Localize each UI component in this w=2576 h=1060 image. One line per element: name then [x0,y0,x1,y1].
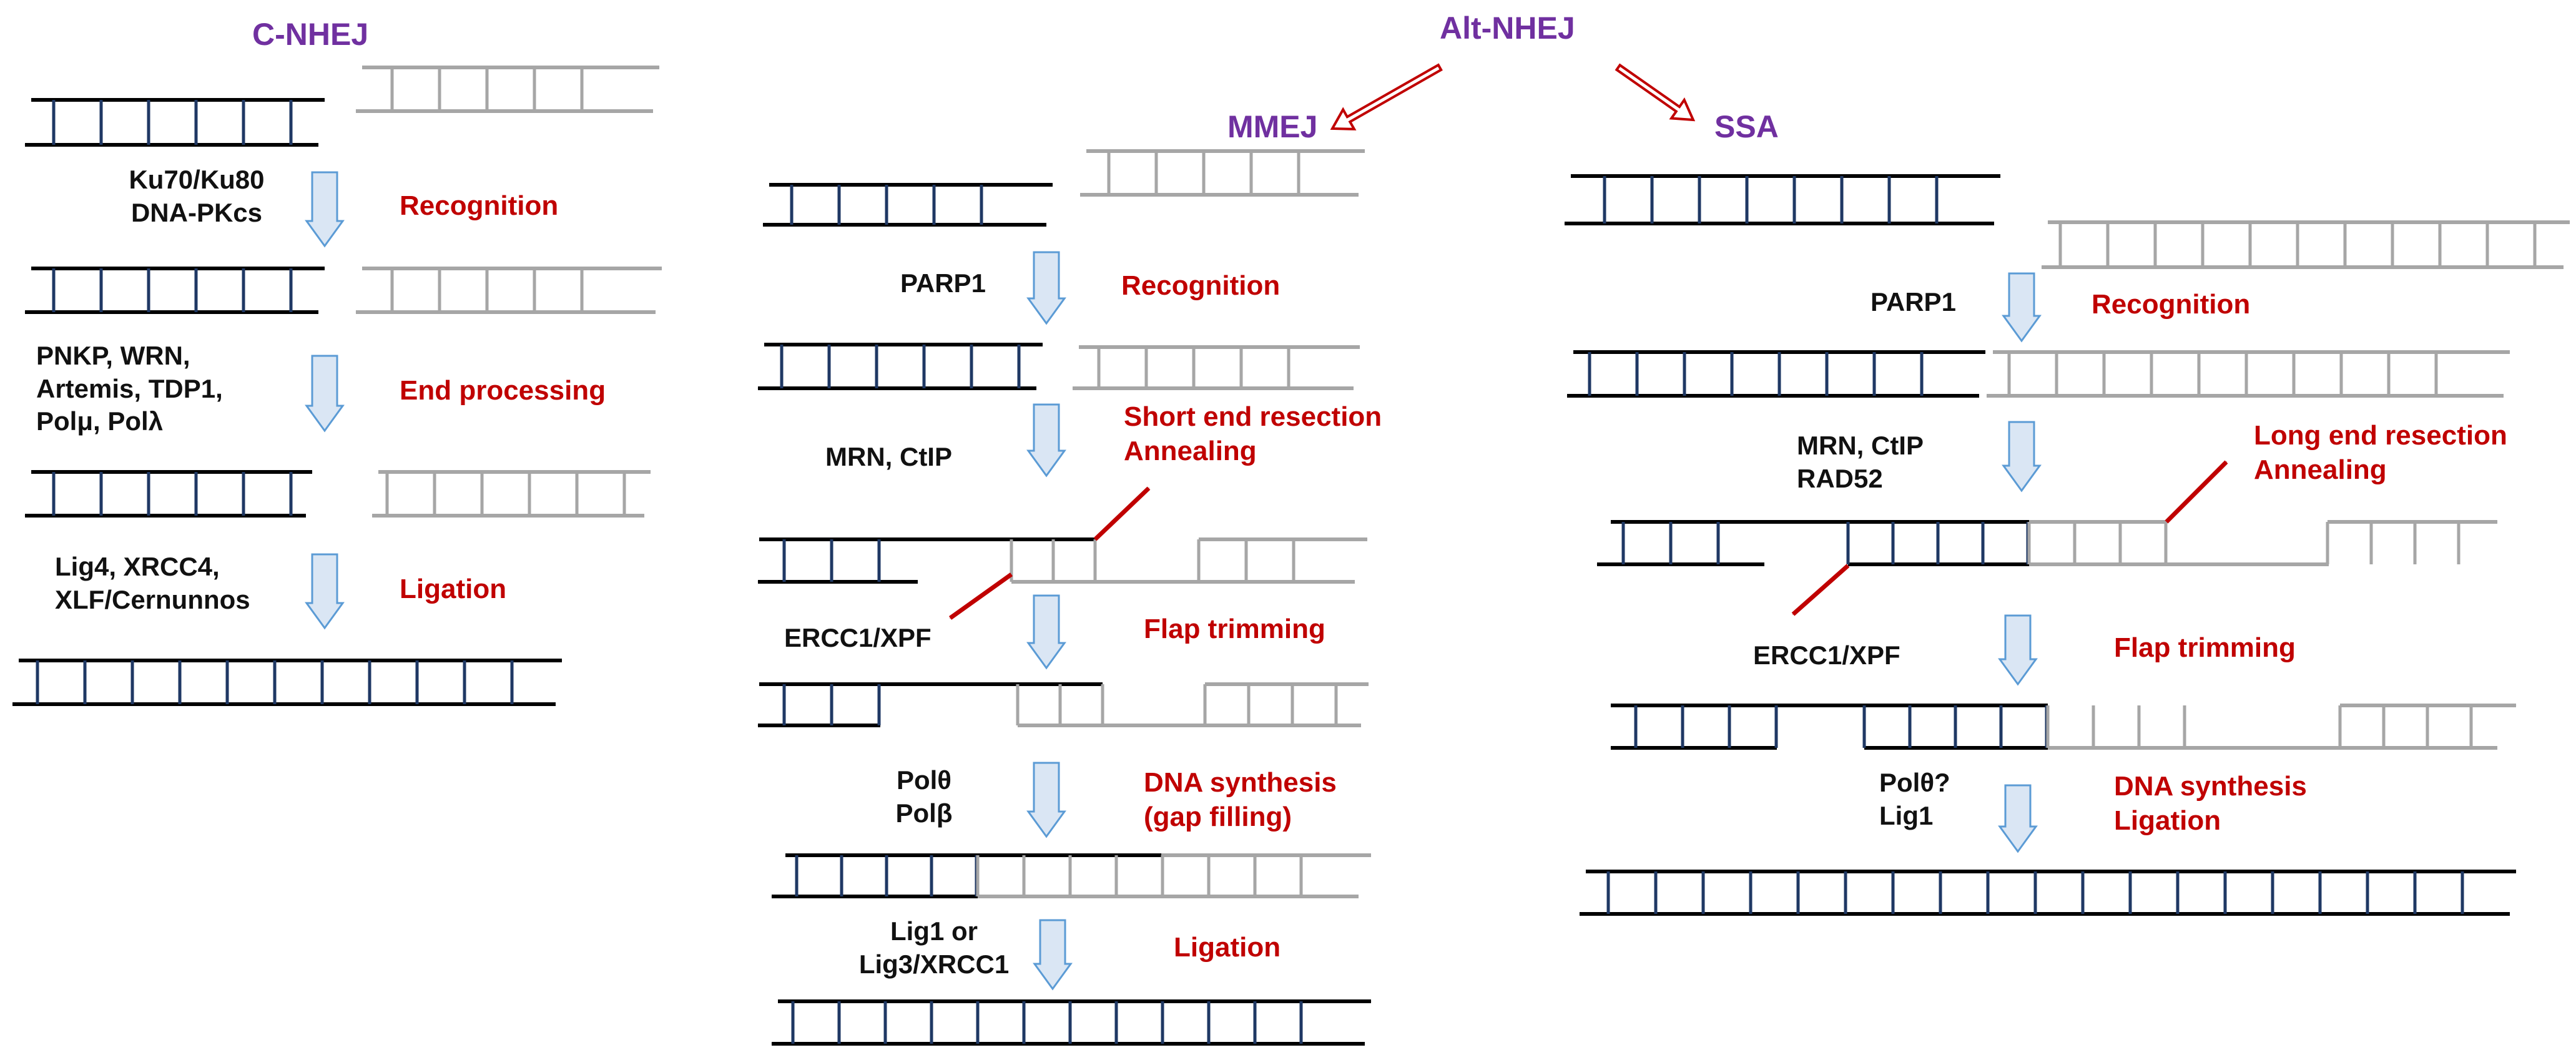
ssa-arrow-3 [1998,614,2038,686]
ssa-enzyme-pol: Polθ? Lig1 [1879,768,1950,830]
mmej-enzyme-mrn: MRN, CtIP [825,442,952,471]
altnhej-arrow-ssa [1615,63,1696,122]
mmej-step-ligation: Ligation [1174,932,1281,963]
header-cnhej: C-NHEJ [252,17,369,52]
cnhej-step-ligation: Ligation [400,574,507,604]
cnhej-enzyme-lig4: Lig4, XRCC4, XLF/Cernunnos [55,552,250,614]
mmej-enzyme-ercc1: ERCC1/XPF [784,623,932,652]
mmej-enzyme-parp1: PARP1 [900,268,986,298]
header-altnhej: Alt-NHEJ [1440,11,1575,46]
mmej-enzyme-pol: Polθ Polβ [895,765,953,828]
mmej-arrow-4 [1026,762,1066,838]
mmej-arrow-1 [1026,251,1066,325]
cnhej-arrow-3 [305,553,345,630]
ssa-enzyme-mrn: MRN, CtIP RAD52 [1797,431,1924,493]
ssa-enzyme-parp1: PARP1 [1871,287,1956,317]
mmej-arrow-2 [1026,403,1066,478]
dna-layer [12,66,2570,1046]
header-ssa: SSA [1714,109,1779,144]
altnhej-arrow-mmej [1330,63,1443,130]
ssa-enzyme-ercc1: ERCC1/XPF [1753,640,1900,670]
ssa-step-synthesis: DNA synthesis Ligation [2114,771,2307,836]
mmej-flap-arrow-down [948,572,1013,620]
ssa-step-flap: Flap trimming [2114,632,2296,663]
ssa-arrow-1 [2002,272,2042,343]
ssa-step-resection: Long end resection Annealing [2254,420,2507,485]
mmej-step-recognition: Recognition [1121,270,1281,301]
cnhej-step-recognition: Recognition [400,190,559,221]
ssa-arrow-2 [2002,421,2042,493]
cnhej-enzyme-ku: Ku70/Ku80 DNA-PKcs [129,165,265,227]
mmej-step-flap: Flap trimming [1144,614,1325,644]
mmej-arrow-5 [1033,919,1073,991]
mmej-flap-arrow-up [1093,486,1151,541]
ssa-arrow-4 [1998,784,2038,853]
mmej-step-resection: Short end resection Annealing [1124,401,1382,466]
header-mmej: MMEJ [1227,109,1318,144]
cnhej-step-end-processing: End processing [400,375,606,406]
mmej-step-synthesis: DNA synthesis (gap filling) [1144,767,1337,832]
arrow-layer [305,63,2228,991]
cnhej-enzyme-pnkp: PNKP, WRN, Artemis, TDP1, Polμ, Polλ [36,341,223,436]
mmej-arrow-3 [1026,594,1066,670]
cnhej-arrow-2 [305,355,345,433]
cnhej-arrow-1 [305,171,345,248]
mmej-enzyme-lig: Lig1 or Lig3/XRCC1 [858,916,1010,979]
ssa-step-recognition: Recognition [2092,289,2251,320]
ssa-flap-arrow-up [2165,460,2228,524]
ssa-flap-arrow-down [1791,564,1850,616]
